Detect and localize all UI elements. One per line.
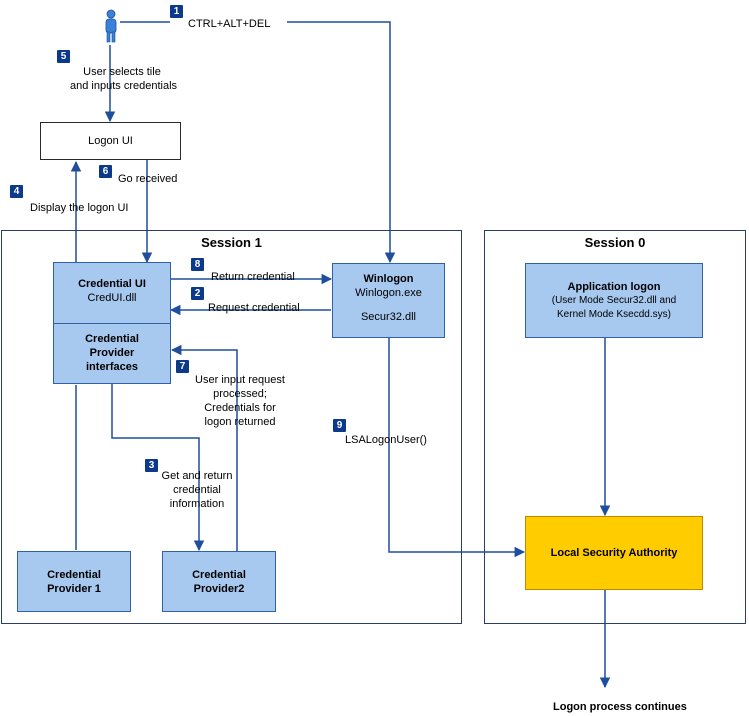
step-1-badge: 1	[170, 5, 183, 18]
step-4-badge: 4	[10, 185, 23, 198]
logon-ui-label: Logon UI	[88, 135, 133, 147]
credential-ui-box: Credential UI CredUI.dll	[53, 262, 171, 324]
step-9-label: LSALogonUser()	[345, 434, 427, 446]
credential-ui-dll: CredUI.dll	[87, 292, 137, 304]
winlogon-title: Winlogon	[363, 273, 414, 285]
session-1-title: Session 1	[201, 235, 262, 250]
step-7-line2: processed;	[213, 388, 267, 400]
application-logon-box: Application logon (User Mode Secur32.dll…	[525, 263, 703, 338]
step-3-badge: 3	[145, 459, 158, 472]
lsa-label: Local Security Authority	[550, 547, 678, 559]
winlogon-dll: Secur32.dll	[360, 311, 417, 323]
step-5-badge: 5	[57, 50, 70, 63]
app-logon-title: Application logon	[567, 281, 661, 293]
step-7-label: User input request processed; Credential…	[190, 373, 290, 429]
logon-continues-label: Logon process continues	[553, 701, 687, 713]
local-security-authority-box: Local Security Authority	[525, 516, 703, 590]
step-3-line3: information	[169, 498, 225, 510]
step-3-line2: credential	[173, 484, 221, 496]
step-5-label: User selects tile and inputs credentials	[70, 65, 178, 93]
provider2-line2: Provider2	[193, 583, 245, 595]
step-4-label: Display the logon UI	[30, 202, 129, 214]
step-7-line3: Credentials for	[204, 402, 276, 414]
arrow-get-return-credential	[111, 383, 205, 552]
app-logon-line2: Kernel Mode Ksecdd.sys)	[557, 309, 671, 320]
step-6-badge: 6	[99, 165, 112, 178]
credential-provider-interfaces-box: Credential Provider interfaces	[53, 323, 171, 384]
step-3-line1: Get and return	[161, 470, 233, 482]
provider-interfaces-line3: interfaces	[86, 361, 138, 373]
credential-provider-1-box: Credential Provider 1	[17, 551, 131, 612]
provider-interfaces-line1: Credential	[85, 333, 139, 345]
winlogon-box: Winlogon Winlogon.exe Secur32.dll	[332, 263, 445, 338]
step-9-badge: 9	[333, 419, 346, 432]
logon-ui-box: Logon UI	[40, 122, 181, 160]
step-2-badge: 2	[191, 287, 204, 300]
arrow-ctrl-alt-del	[120, 21, 390, 262]
user-icon	[105, 9, 117, 43]
step-6-label: Go received	[118, 173, 178, 185]
step-1-label: CTRL+ALT+DEL	[188, 18, 271, 30]
step-5-line1: User selects tile	[83, 66, 161, 78]
credential-ui-title: Credential UI	[78, 278, 146, 290]
session-1-container: Session 1	[1, 230, 462, 624]
step-7-badge: 7	[176, 360, 189, 373]
winlogon-exe: Winlogon.exe	[355, 287, 422, 299]
step-7-line4: logon returned	[204, 416, 276, 428]
app-logon-line1: (User Mode Secur32.dll and	[551, 295, 677, 306]
provider2-line1: Credential	[192, 569, 246, 581]
step-8-badge: 8	[191, 258, 204, 271]
step-3-label: Get and return credential information	[152, 469, 242, 511]
arrow-user-input-processed	[170, 344, 238, 553]
step-8-label: Return credential	[211, 271, 295, 283]
session-0-container: Session 0	[484, 230, 746, 624]
provider1-line2: Provider 1	[47, 583, 101, 595]
provider-interfaces-line2: Provider	[89, 347, 135, 359]
step-5-line2: and inputs credentials	[70, 80, 178, 92]
step-7-line1: User input request	[195, 374, 285, 386]
session-0-title: Session 0	[584, 235, 646, 250]
arrow-lsa-logon-user	[388, 338, 526, 558]
credential-provider-2-box: Credential Provider2	[162, 551, 276, 612]
step-2-label: Request credential	[208, 302, 300, 314]
provider1-line1: Credential	[47, 569, 101, 581]
